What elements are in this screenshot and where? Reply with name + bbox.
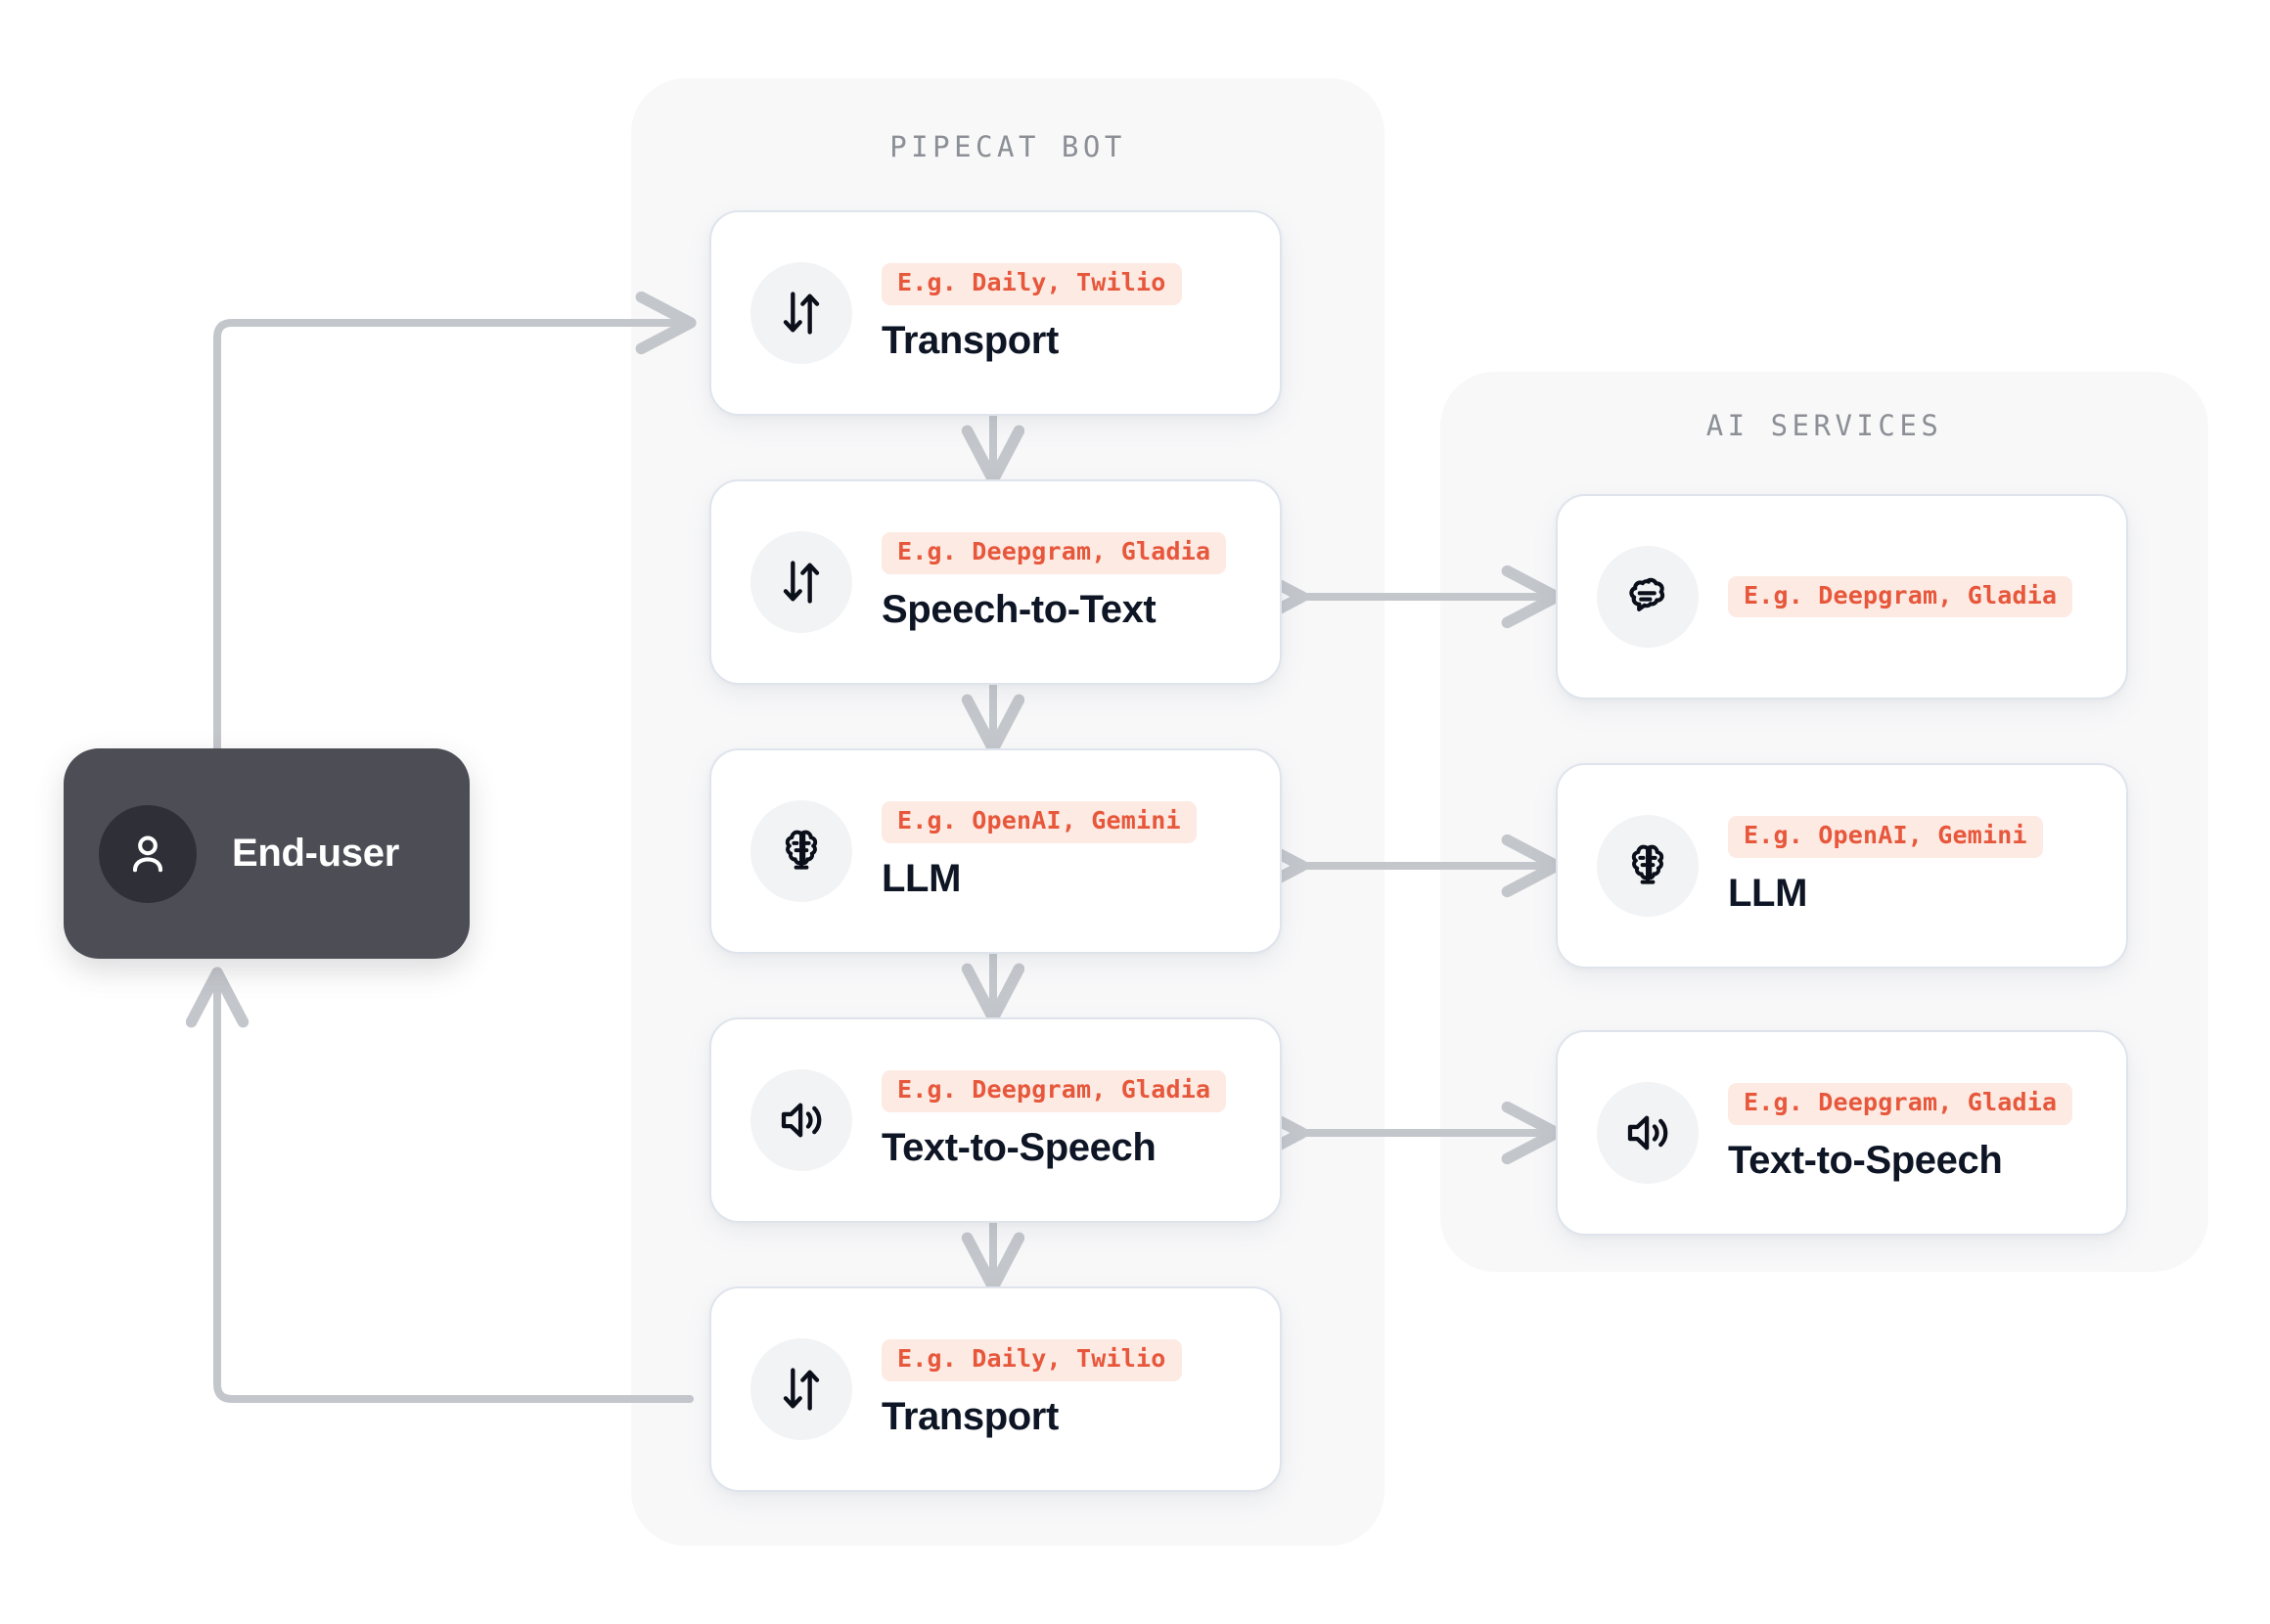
- icon-badge: [1597, 815, 1699, 917]
- end-user-label: End-user: [232, 832, 399, 875]
- card-text: E.g. Deepgram, Gladia Text-to-Speech: [1728, 1083, 2073, 1182]
- ai-services-panel-title: AI SERVICES: [1705, 409, 1943, 442]
- icon-badge: [750, 531, 852, 633]
- card-text: E.g. Deepgram, Gladia Text-to-Speech: [882, 1070, 1227, 1169]
- card-transport-out[interactable]: E.g. Daily, Twilio Transport: [709, 1286, 1282, 1492]
- transfer-down-up-icon: [783, 561, 820, 604]
- brain-icon: [785, 830, 818, 870]
- card-title: Speech-to-Text: [882, 587, 1157, 631]
- example-tag: E.g. Daily, Twilio: [882, 1339, 1182, 1381]
- example-tag: E.g. Deepgram, Gladia: [882, 1070, 1227, 1112]
- icon-badge: [1597, 546, 1699, 648]
- transfer-down-up-icon: [783, 292, 820, 335]
- card-ai-llm[interactable]: E.g. OpenAI, Gemini LLM: [1556, 763, 2128, 969]
- card-text: E.g. Daily, Twilio Transport: [882, 263, 1182, 362]
- card-text: E.g. Deepgram, Gladia Speech-to-Text: [882, 532, 1227, 631]
- example-tag: E.g. OpenAI, Gemini: [1728, 816, 2043, 858]
- card-text: E.g. Daily, Twilio Transport: [882, 1339, 1182, 1438]
- card-text: E.g. Deepgram, Gladia: [1728, 575, 2073, 618]
- person-icon: [132, 835, 163, 872]
- card-ai-stt[interactable]: E.g. Deepgram, Gladia: [1556, 494, 2128, 699]
- wire-transport-out-to-enduser: [217, 973, 694, 1403]
- card-title: Transport: [882, 1394, 1059, 1438]
- icon-badge: [750, 800, 852, 902]
- card-title: Transport: [882, 318, 1059, 362]
- example-tag: E.g. OpenAI, Gemini: [882, 801, 1197, 843]
- example-tag: E.g. Deepgram, Gladia: [1728, 575, 2073, 618]
- card-text: E.g. OpenAI, Gemini LLM: [882, 801, 1197, 900]
- card-ai-tts[interactable]: E.g. Deepgram, Gladia Text-to-Speech: [1556, 1030, 2128, 1236]
- transfer-down-up-icon: [783, 1368, 820, 1411]
- card-speech-to-text[interactable]: E.g. Deepgram, Gladia Speech-to-Text: [709, 479, 1282, 685]
- pipecat-bot-panel-title: PIPECAT BOT: [889, 130, 1126, 163]
- speech-bubble-icon: [1629, 577, 1665, 611]
- speaker-icon: [1627, 1115, 1668, 1150]
- card-transport-in[interactable]: E.g. Daily, Twilio Transport: [709, 210, 1282, 416]
- card-title: Text-to-Speech: [882, 1125, 1157, 1169]
- icon-badge: [1597, 1082, 1699, 1184]
- card-text: E.g. OpenAI, Gemini LLM: [1728, 816, 2043, 915]
- card-llm[interactable]: E.g. OpenAI, Gemini LLM: [709, 748, 1282, 954]
- brain-icon: [1631, 844, 1664, 884]
- card-title: Text-to-Speech: [1728, 1138, 2003, 1182]
- example-tag: E.g. Deepgram, Gladia: [1728, 1083, 2073, 1125]
- avatar: [99, 804, 197, 903]
- icon-badge: [750, 1069, 852, 1171]
- icon-badge: [750, 1338, 852, 1440]
- icon-badge: [750, 262, 852, 364]
- card-title: LLM: [1728, 871, 1807, 915]
- example-tag: E.g. Daily, Twilio: [882, 263, 1182, 305]
- example-tag: E.g. Deepgram, Gladia: [882, 532, 1227, 574]
- card-text-to-speech[interactable]: E.g. Deepgram, Gladia Text-to-Speech: [709, 1017, 1282, 1223]
- end-user-node[interactable]: End-user: [64, 748, 470, 959]
- card-title: LLM: [882, 856, 961, 900]
- speaker-icon: [781, 1103, 822, 1138]
